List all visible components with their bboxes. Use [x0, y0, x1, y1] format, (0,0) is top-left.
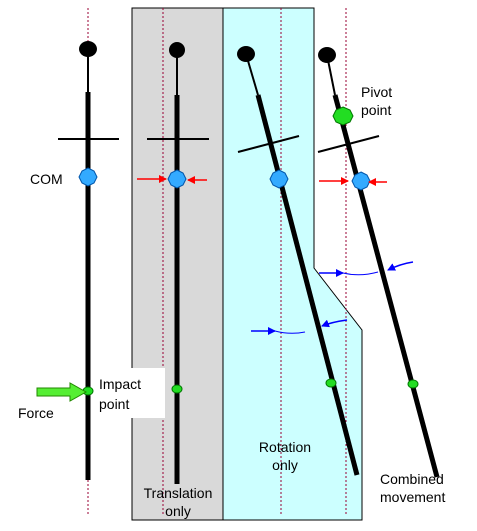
com-crossbar: [317, 135, 380, 153]
bat-translation: [137, 42, 209, 484]
combined-label-line1: Combined: [380, 471, 444, 487]
com-marker-icon: [351, 171, 371, 191]
bat-barrel: [332, 94, 440, 478]
combined-label-line2: movement: [380, 489, 445, 505]
pivot-point-label-line2: point: [361, 102, 391, 118]
rotation-panel: [222, 7, 363, 521]
force-label: Force: [18, 405, 54, 421]
bat-handle: [326, 54, 336, 96]
rotation-arc-left: [342, 271, 379, 276]
pivot-point-label-line1: Pivot: [361, 84, 392, 100]
rotation-arrow-right: [321, 319, 348, 328]
bat-initial: [58, 41, 119, 480]
impact-point-icon: [171, 384, 183, 394]
com-crossbar: [237, 135, 300, 153]
com-label: COM: [30, 171, 63, 187]
impact-point-label-line2: point: [99, 396, 129, 412]
com-marker-icon: [78, 167, 98, 187]
pivot-point-icon: [332, 106, 354, 126]
rotation-arc-left: [274, 330, 306, 334]
bat-barrel: [255, 94, 360, 476]
bat-rotation: [237, 46, 360, 476]
rotation-label-line2: only: [272, 457, 298, 473]
impact-point-icon: [407, 379, 419, 389]
bat-combined: [317, 47, 440, 478]
pivot-label-box: [357, 80, 407, 122]
impact-point-label-line1: Impact: [99, 376, 141, 392]
impact-label-box: [95, 368, 165, 418]
com-marker-icon: [269, 169, 289, 189]
rotation-arrow-right: [387, 261, 414, 271]
com-marker-icon: [167, 169, 187, 189]
impact-point-icon: [325, 378, 337, 388]
force-arrow-icon: [36, 382, 88, 402]
rotation-label-line1: Rotation: [259, 439, 311, 455]
translation-label-line2: only: [165, 503, 191, 519]
translation-label-line1: Translation: [144, 485, 213, 501]
bat-handle: [245, 53, 259, 96]
